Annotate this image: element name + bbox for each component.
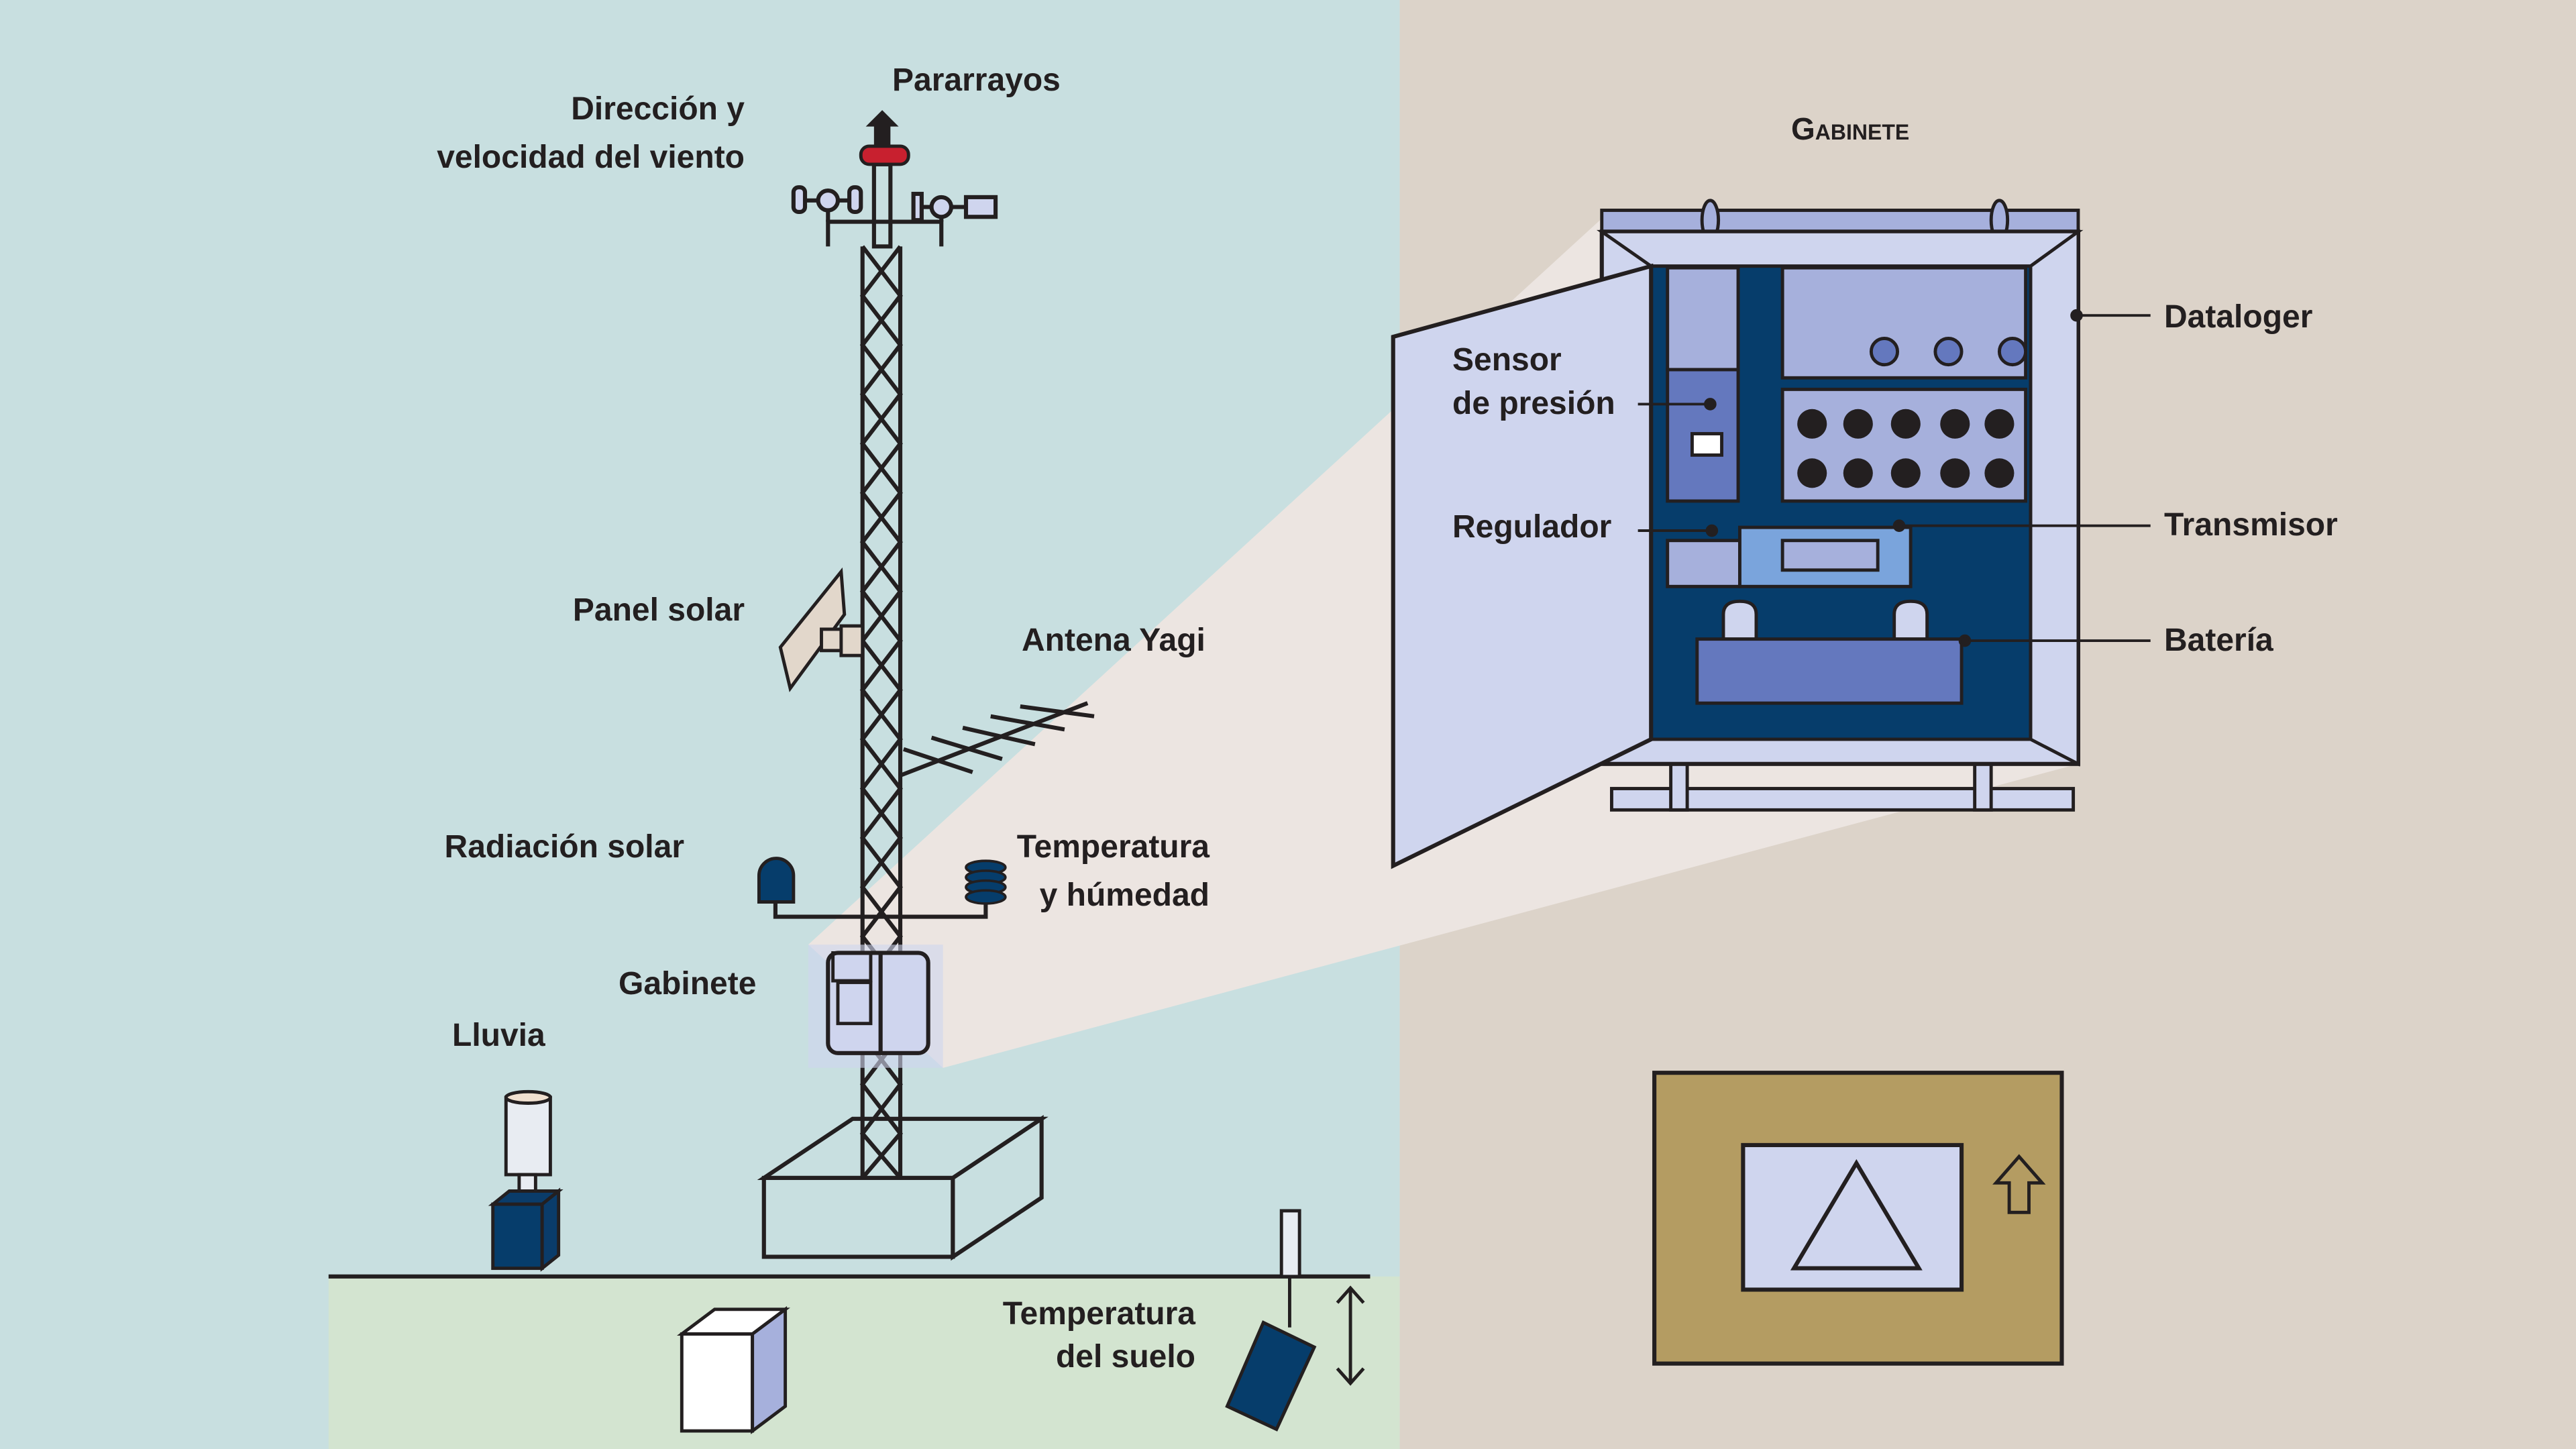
label-lluvia: Lluvia xyxy=(452,1018,545,1053)
label-regulador: Regulador xyxy=(1452,509,1612,545)
wind-sensor xyxy=(791,185,998,247)
dataloger-module xyxy=(1780,266,2028,380)
label-temp-suelo-line2: del suelo xyxy=(1055,1339,1195,1375)
label-sensor-line1: Sensor xyxy=(1452,342,1562,378)
solar-radiation-sensor xyxy=(757,857,796,904)
rain-gauge xyxy=(488,1089,564,1272)
underground-box xyxy=(676,1305,790,1434)
label-temp-suelo-line1: Temperatura xyxy=(1002,1296,1195,1332)
cabinet-detail xyxy=(1391,199,2084,869)
label-pararrayos: Pararrayos xyxy=(892,62,1061,98)
label-antena-yagi: Antena Yagi xyxy=(1022,623,1205,658)
tower-cabinet xyxy=(808,945,943,1068)
label-sensor-line2: de presión xyxy=(1452,386,1615,421)
regulator-module xyxy=(1666,539,1741,588)
label-gabinete: Gabinete xyxy=(619,966,757,1002)
soil-temperature-probe xyxy=(1225,1209,1317,1432)
ground-area xyxy=(328,1276,1400,1449)
label-panel-solar: Panel solar xyxy=(572,592,745,628)
hollow-arrow-up-icon xyxy=(1992,1154,2046,1214)
temperature-humidity-sensor xyxy=(965,859,1007,905)
label-direccion-line1: Dirección y xyxy=(571,91,745,127)
label-dataloger: Dataloger xyxy=(2164,299,2313,335)
tower-base xyxy=(757,1115,1049,1261)
warning-sign xyxy=(1652,1071,2064,1366)
triangle-warning-icon xyxy=(1790,1159,1923,1271)
label-bateria: Batería xyxy=(2164,623,2273,658)
cabinet-door xyxy=(1391,263,1654,869)
label-temperatura-line1: Temperatura xyxy=(1016,829,1210,865)
solar-panel xyxy=(778,567,865,692)
label-temperatura-line2: y húmedad xyxy=(1039,877,1210,913)
pressure-sensor-module xyxy=(1666,266,1740,372)
label-radiacion-solar: Radiación solar xyxy=(444,829,684,865)
yagi-antenna xyxy=(899,701,1095,777)
leader-lines xyxy=(1638,309,2151,647)
battery-module xyxy=(1695,599,1964,705)
label-direccion-line2: velocidad del viento xyxy=(437,140,745,175)
sensor-arm xyxy=(773,902,988,919)
depth-arrow-icon xyxy=(1336,1285,1365,1386)
cabinet-title: Gabinete xyxy=(1791,111,1910,146)
lightning-rod-icon xyxy=(859,110,910,249)
label-transmisor: Transmisor xyxy=(2164,507,2338,543)
